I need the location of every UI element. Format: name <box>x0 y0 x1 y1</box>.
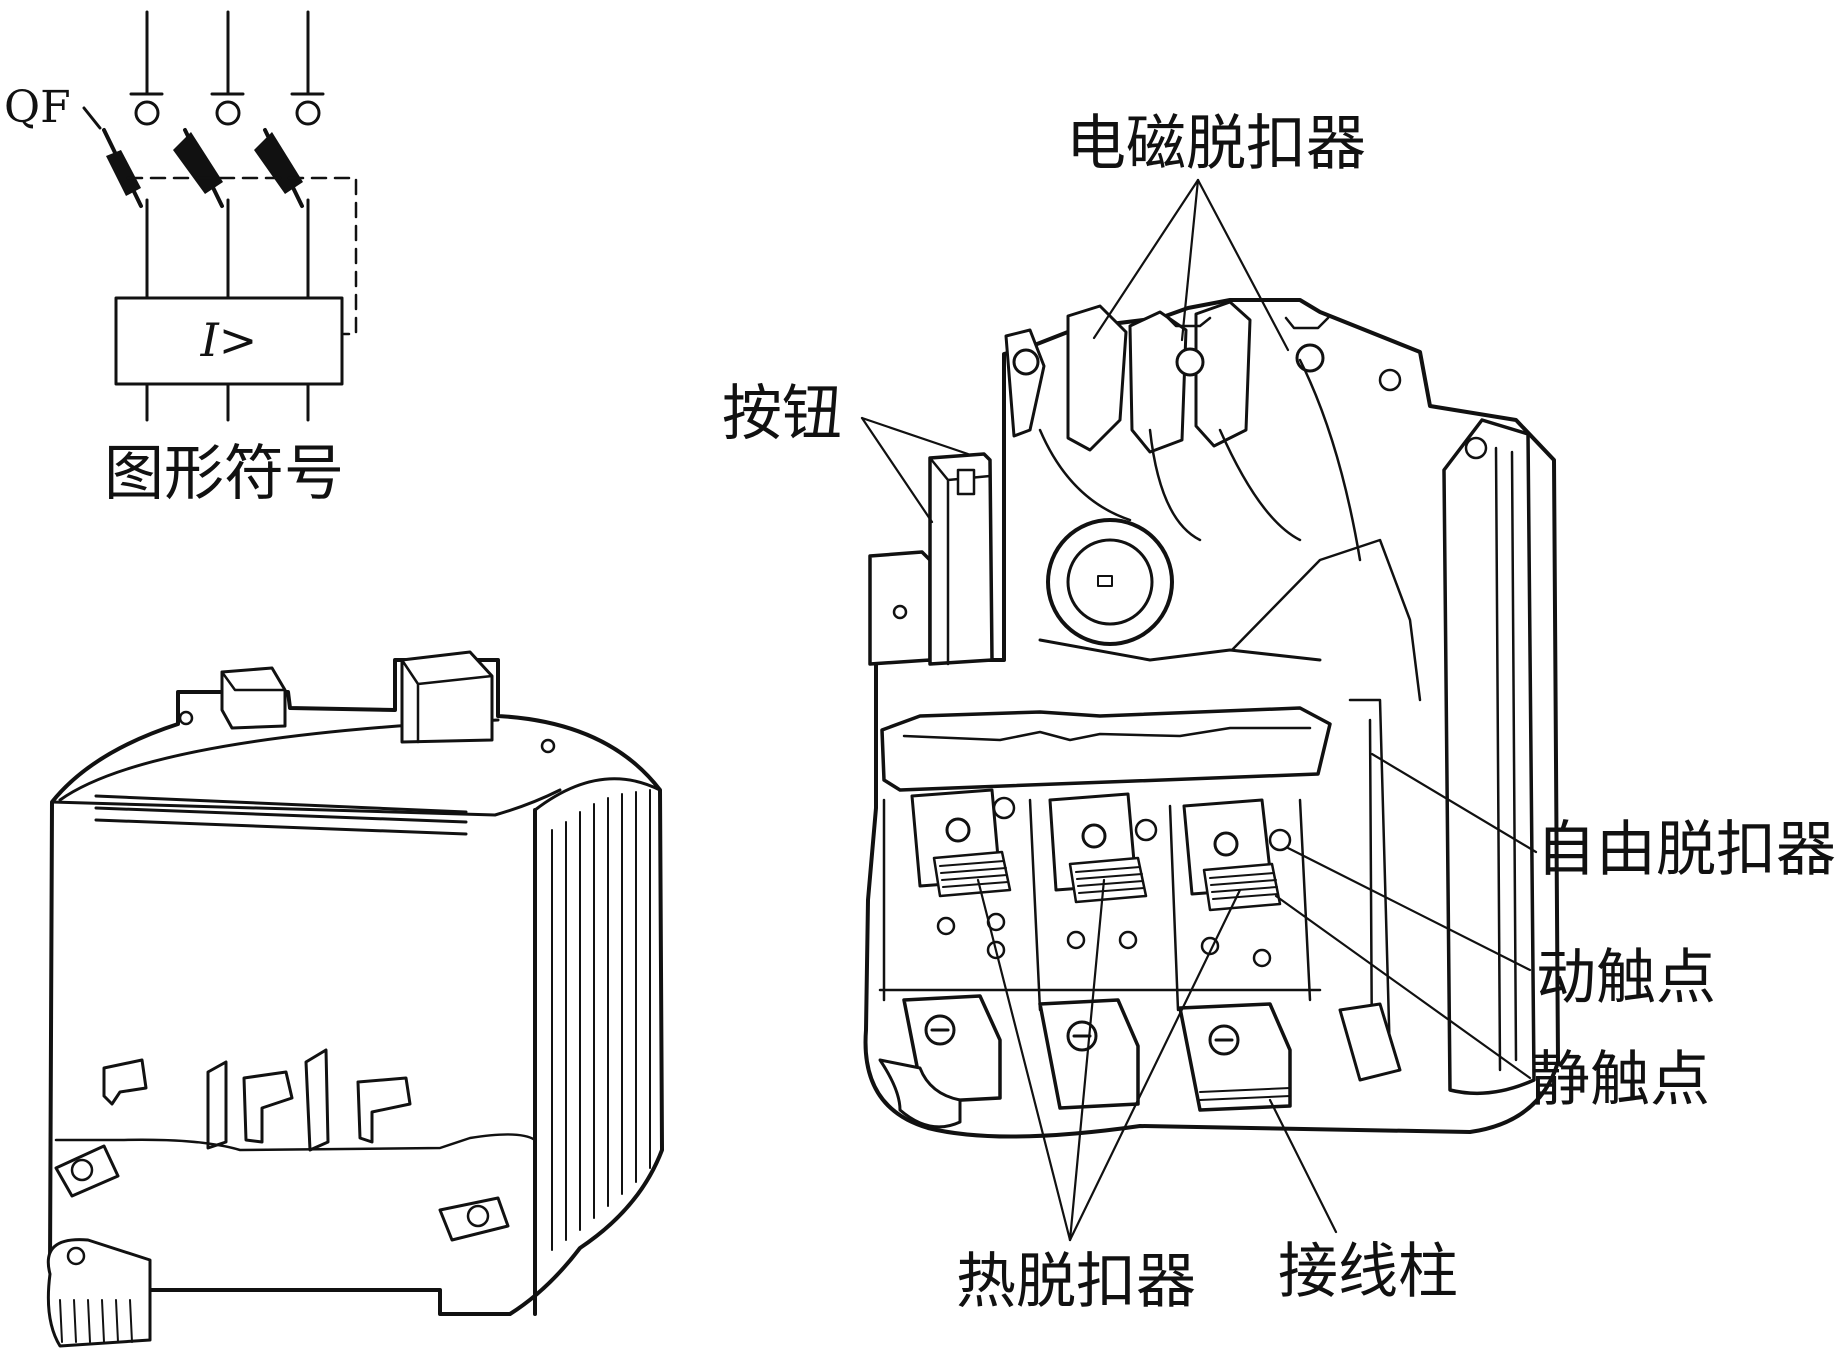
pole-1 <box>102 10 164 422</box>
open-breaker-drawing <box>863 298 1560 1139</box>
label-button: 按钮 <box>722 379 842 449</box>
label-terminal: 接线柱 <box>1278 1237 1458 1307</box>
mechanical-link-dashed <box>126 176 358 336</box>
label-thermal-release: 热脱扣器 <box>956 1247 1196 1317</box>
contact-pole-2 <box>1048 792 1158 950</box>
contact-pole-1 <box>910 788 1016 960</box>
label-moving-contact: 动触点 <box>1536 943 1716 1013</box>
mounting-foot <box>46 1238 152 1348</box>
trip-bar <box>880 706 1332 792</box>
label-free-release: 自由脱扣器 <box>1536 815 1835 885</box>
small-button <box>220 666 287 730</box>
qf-label: QF <box>4 82 71 133</box>
overcurrent-symbol: I> <box>200 313 258 367</box>
callout-leaders <box>860 178 1538 1242</box>
housing-ribs <box>551 789 651 1251</box>
pole-2 <box>173 10 245 422</box>
button-right <box>928 452 994 666</box>
closed-breaker-drawing <box>46 650 664 1348</box>
side-frame <box>1442 418 1536 1096</box>
graphic-symbol: QF <box>4 10 358 509</box>
overcurrent-relay-box <box>114 296 344 386</box>
label-electromagnetic-release: 电磁脱扣器 <box>1066 109 1366 179</box>
operating-handle <box>400 650 494 744</box>
contact-pole-3 <box>1182 798 1292 968</box>
terminal-posts <box>902 994 1292 1112</box>
symbol-caption: 图形符号 <box>104 439 344 509</box>
label-static-contact: 静触点 <box>1530 1045 1710 1115</box>
